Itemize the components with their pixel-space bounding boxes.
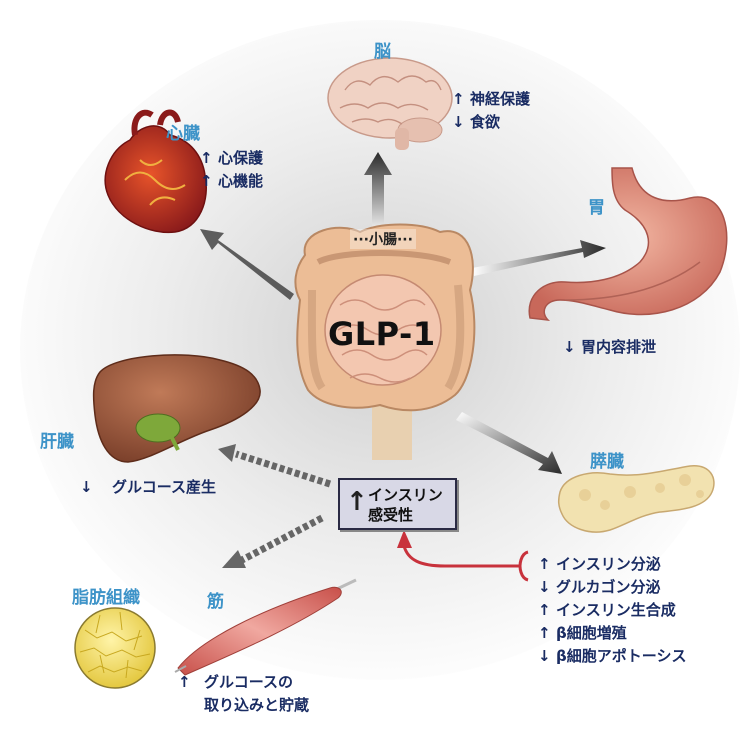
arrow-icon: ↑	[538, 601, 551, 619]
pancreas-label: 膵臓	[590, 452, 624, 472]
effect-text: 心機能	[218, 172, 264, 190]
up-arrow-icon: ↑	[346, 487, 368, 517]
brain-effect-item: ↓ 食欲	[452, 111, 530, 134]
effect-text: インスリン生合成	[556, 601, 676, 619]
pancreas-effects: ↑ インスリン分泌 ↓ グルカゴン分泌 ↑ インスリン生合成 ↑ β細胞増殖 ↓ β細胞ア…	[538, 553, 686, 668]
arrow-icon: ↓	[563, 338, 576, 356]
liver-effect-item: ↓ グルコース産生	[80, 476, 216, 499]
stomach-effects: ↓ 胃内容排泄	[563, 336, 656, 359]
pancreas-effect-item: ↓ グルカゴン分泌	[538, 576, 686, 599]
effect-text: グルコース産生	[112, 478, 216, 496]
stomach-effect-item: ↓ 胃内容排泄	[563, 336, 656, 359]
effect-text: インスリン分泌	[556, 555, 661, 573]
stomach-label: 胃	[588, 198, 605, 218]
muscle-effect-item: 取り込みと貯蔵	[178, 694, 309, 717]
arrow-icon: ↑	[200, 149, 213, 167]
insulin-sensitivity-line2: 感受性	[368, 506, 414, 524]
arrow-icon: ↑	[200, 172, 213, 190]
arrow-icon: ↑	[538, 555, 551, 573]
arrow-icon: ↓	[80, 478, 93, 496]
effect-text: β細胞アポトーシス	[556, 647, 687, 665]
pancreas-effect-item: ↓ β細胞アポトーシス	[538, 645, 686, 668]
effect-text: 心保護	[218, 149, 264, 167]
arrow-icon: ↓	[538, 647, 551, 665]
muscle-effect-item: ↑ グルコースの	[178, 671, 309, 694]
heart-label: 心臓	[166, 124, 200, 144]
pancreas-effect-item: ↑ インスリン分泌	[538, 553, 686, 576]
adipose-label: 脂肪組織	[72, 588, 140, 608]
effect-text: グルコースの	[204, 673, 293, 691]
effect-text: 胃内容排泄	[581, 338, 657, 356]
insulin-sensitivity-line1: インスリン	[368, 486, 443, 504]
heart-effect-item: ↑ 心機能	[200, 170, 263, 193]
brain-effects: ↑ 神経保護 ↓ 食欲	[452, 88, 530, 134]
insulin-sensitivity-box: ↑ インスリン 感受性	[338, 478, 457, 530]
glp1-label: GLP-1	[328, 315, 436, 353]
effect-text: 神経保護	[470, 90, 531, 108]
effect-text: グルカゴン分泌	[556, 578, 661, 596]
liver-effects: ↓ グルコース産生	[80, 476, 216, 499]
muscle-effects: ↑ グルコースの 取り込みと貯蔵	[178, 671, 309, 717]
brain-effect-item: ↑ 神経保護	[452, 88, 530, 111]
arrow-icon: ↑	[538, 624, 551, 642]
liver-label: 肝臓	[40, 432, 74, 452]
arrow-icon: ↓	[538, 578, 551, 596]
arrow-icon: ↓	[452, 113, 465, 131]
muscle-label: 筋	[207, 592, 224, 612]
heart-effect-item: ↑ 心保護	[200, 147, 263, 170]
small-intestine-label: ···小腸···	[350, 229, 416, 249]
effect-text: 取り込みと貯蔵	[204, 696, 310, 714]
pancreas-effect-item: ↑ β細胞増殖	[538, 622, 686, 645]
heart-effects: ↑ 心保護 ↑ 心機能	[200, 147, 263, 193]
pancreas-effect-item: ↑ インスリン生合成	[538, 599, 686, 622]
arrow-icon: ↑	[178, 673, 191, 691]
brain-label: 脳	[374, 42, 391, 62]
arrow-icon: ↑	[452, 90, 465, 108]
effect-text: β細胞増殖	[556, 624, 627, 642]
effect-text: 食欲	[470, 113, 501, 131]
